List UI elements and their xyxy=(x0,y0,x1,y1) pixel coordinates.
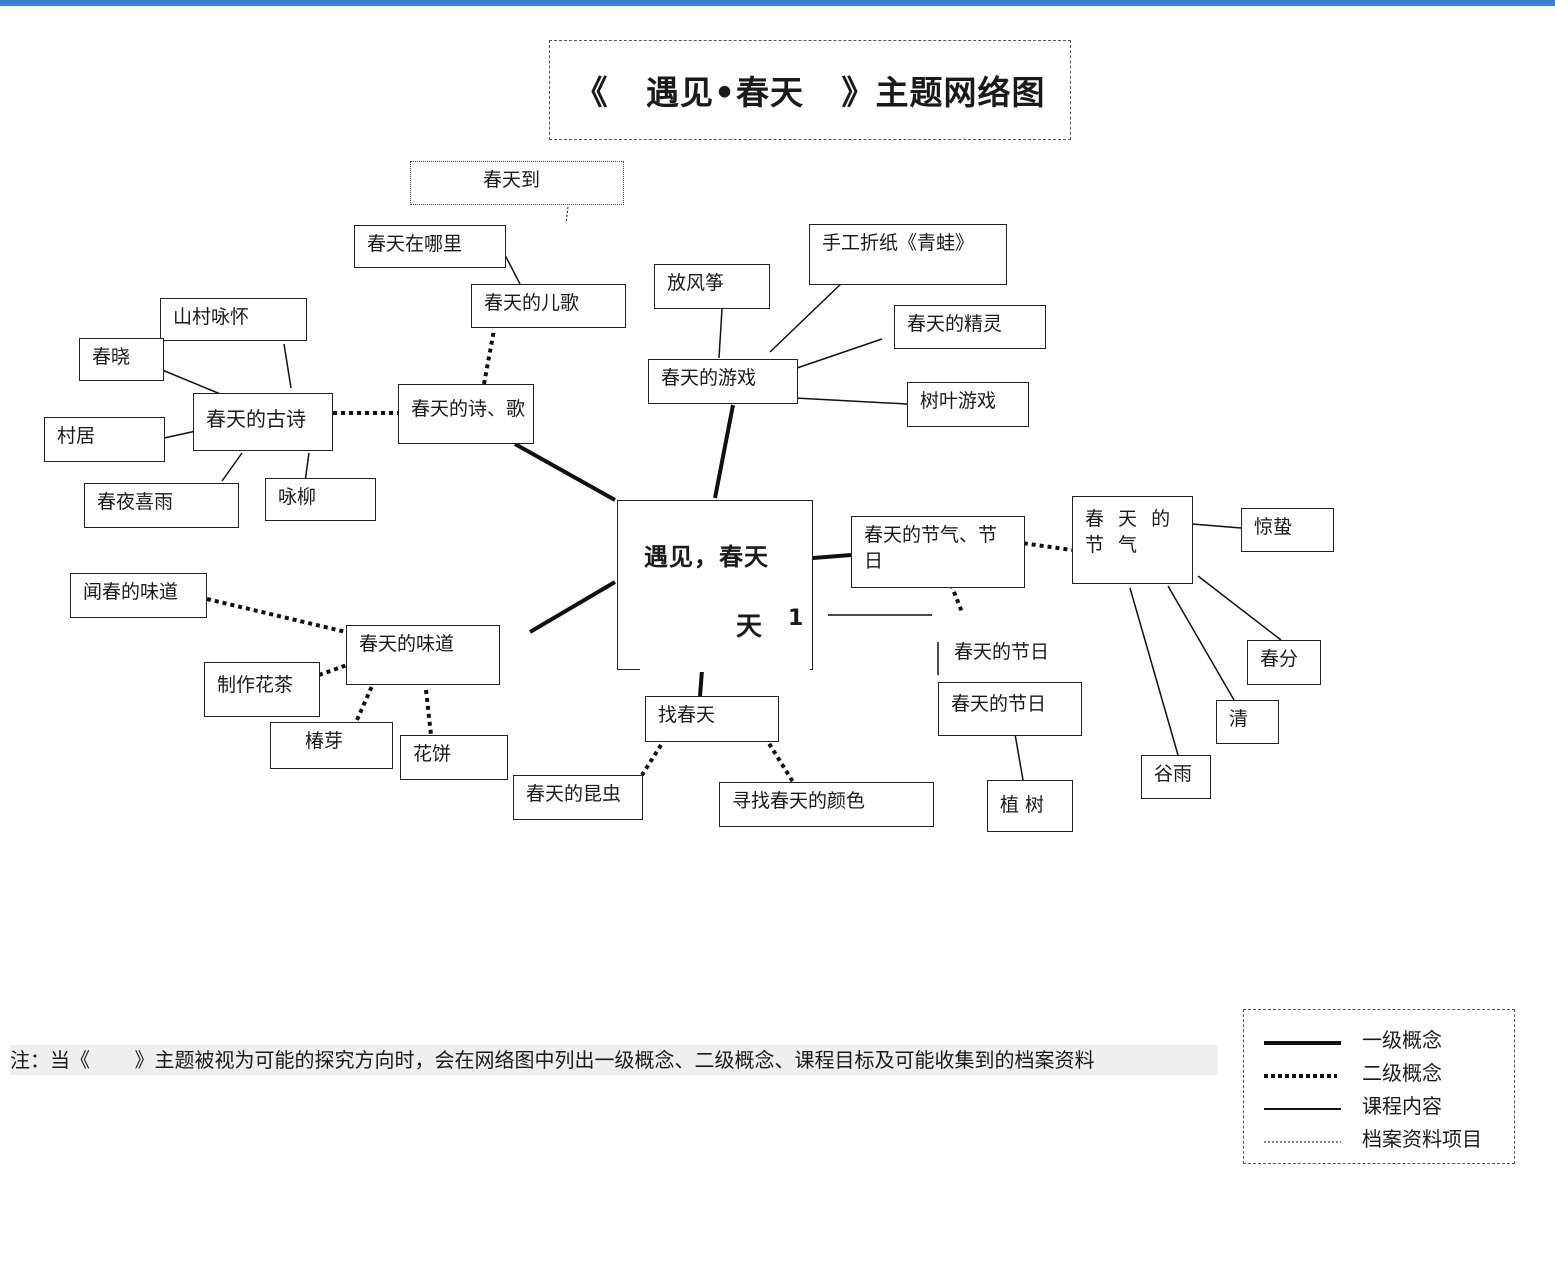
edge-games-kite xyxy=(718,308,723,359)
footnote: 注：当《 》主题被视为可能的探究方向时，会在网络图中列出一级概念、二级概念、课程… xyxy=(10,1045,1218,1075)
node-solar-terms-festivals: 春天的节气、节日 xyxy=(851,516,1025,588)
node-kite-flying: 放风筝 xyxy=(654,264,770,309)
node-tree-planting: 植 树 xyxy=(987,780,1073,832)
node-origami-frog: 手工折纸《青蛙》 xyxy=(809,224,1007,285)
node-flower-tea: 制作花茶 xyxy=(204,662,320,717)
edge-find-insects xyxy=(640,743,663,777)
node-spring-arrives: 春天到 xyxy=(410,161,624,205)
title-box: 《 遇见•春天 》主题网络图 xyxy=(549,40,1071,140)
center-fragment-tian: 天 xyxy=(736,612,763,642)
edge-ancient-dawn xyxy=(154,366,231,399)
edge-holiday-tree xyxy=(1014,733,1024,781)
node-poems-and-songs: 春天的诗、歌 xyxy=(398,384,534,444)
edge-terms-chunfen xyxy=(1197,575,1282,641)
node-spring-solar-terms: 春 天 的 节 气 xyxy=(1072,496,1193,584)
edge-arrives-stub xyxy=(565,206,569,224)
node-spring-children-songs: 春天的儿歌 xyxy=(471,284,626,328)
edge-center-poems xyxy=(514,442,616,502)
edge-ancient-willow xyxy=(304,452,310,483)
edge-children-where xyxy=(504,254,521,285)
legend-label-archive: 档案资料项目 xyxy=(1362,1127,1482,1151)
edge-games-elves xyxy=(796,338,883,369)
edge-center-find xyxy=(698,669,704,697)
node-guyu: 谷雨 xyxy=(1141,755,1211,799)
edge-terms-jingzhe xyxy=(1191,523,1242,529)
edge-taste-sprouts xyxy=(355,685,374,721)
edge-festivals-holidays xyxy=(946,576,964,613)
edge-center-games xyxy=(713,404,735,499)
node-mountain-village: 山村咏怀 xyxy=(160,298,307,341)
label-spring-festivals: 春天的节日 xyxy=(954,641,1050,663)
edge-ancient-village xyxy=(283,343,292,389)
edge-taste-tea xyxy=(318,663,348,677)
top-accent-bar xyxy=(0,0,1555,6)
legend-lines xyxy=(1264,1041,1341,1143)
page-title: 《 遇见•春天 》主题网络图 xyxy=(574,73,1046,112)
edge-terms-guyu xyxy=(1129,587,1179,756)
legend-label-course: 课程内容 xyxy=(1362,1094,1442,1118)
edge-find-colors xyxy=(763,735,795,784)
node-village-living: 村居 xyxy=(44,417,165,462)
node-ode-willow: 咏柳 xyxy=(265,478,376,521)
node-find-spring: 找春天 xyxy=(645,696,779,742)
node-find-colors: 寻找春天的颜色 xyxy=(719,782,934,827)
node-qing: 清 xyxy=(1216,700,1279,744)
edge-ancient-night xyxy=(221,452,243,482)
legend-label-level2: 二级概念 xyxy=(1362,1061,1442,1085)
node-ancient-poems: 春天的古诗 xyxy=(193,393,333,451)
center-overlay xyxy=(640,600,810,672)
edge-center-taste xyxy=(528,580,617,634)
edge-taste-cake xyxy=(424,689,433,736)
legend: 一级概念 二级概念 课程内容 档案资料项目 xyxy=(1243,1009,1515,1164)
edge-games-leaves xyxy=(794,397,908,405)
node-toona-sprouts: 椿芽 xyxy=(270,722,393,769)
edge-taste-smell xyxy=(206,597,347,634)
node-leaf-games: 树叶游戏 xyxy=(907,382,1029,427)
legend-label-level1: 一级概念 xyxy=(1362,1028,1442,1052)
edge-poems-children xyxy=(482,329,496,385)
center-fragment-one: 1 xyxy=(788,606,804,631)
node-where-is-spring: 春天在哪里 xyxy=(354,225,506,268)
node-chunfen: 春分 xyxy=(1247,640,1321,685)
node-spring-insects: 春天的昆虫 xyxy=(513,775,643,820)
node-jingzhe: 惊蛰 xyxy=(1241,508,1334,552)
node-spring-dawn: 春晓 xyxy=(79,338,164,381)
node-smell-spring: 闻春的味道 xyxy=(70,573,207,618)
node-spring-elves: 春天的精灵 xyxy=(894,305,1046,349)
edge-games-origami xyxy=(769,279,846,353)
node-spring-festivals: 春天的节日 xyxy=(938,682,1082,736)
node-flower-cake: 花饼 xyxy=(400,735,508,780)
node-spring-night-rain: 春夜喜雨 xyxy=(84,483,239,528)
edge-terms-qing xyxy=(1167,585,1235,701)
center-label: 遇见，春天 xyxy=(644,543,769,571)
node-spring-taste: 春天的味道 xyxy=(346,625,500,685)
node-spring-games: 春天的游戏 xyxy=(648,359,798,404)
